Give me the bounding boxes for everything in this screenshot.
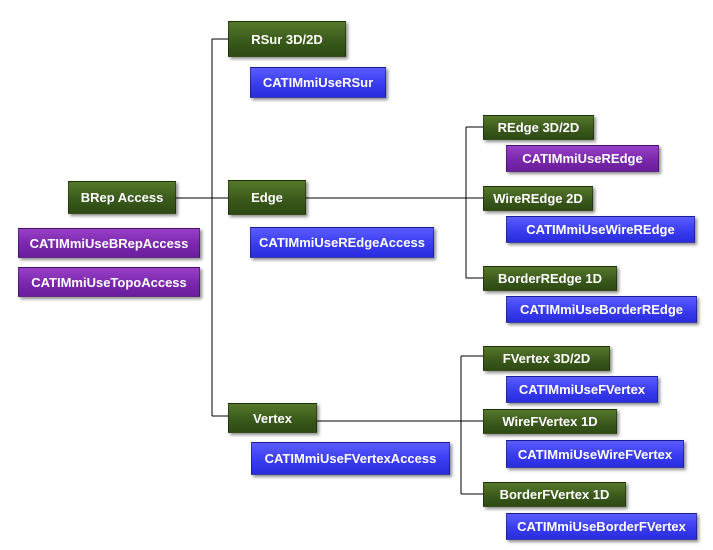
node-catimmi-use-border-fvertex[interactable]: CATIMmiUseBorderFVertex bbox=[506, 513, 697, 540]
node-catimmi-use-topo-access[interactable]: CATIMmiUseTopoAccess bbox=[18, 267, 200, 297]
node-catimmi-use-wire-fvertex[interactable]: CATIMmiUseWireFVertex bbox=[506, 440, 684, 468]
node-catimmi-use-redge-access[interactable]: CATIMmiUseREdgeAccess bbox=[250, 227, 434, 258]
node-redge[interactable]: REdge 3D/2D bbox=[483, 115, 594, 140]
node-wire-redge[interactable]: WireREdge 2D bbox=[483, 186, 593, 211]
node-catimmi-use-fvertex-access[interactable]: CATIMmiUseFVertexAccess bbox=[251, 442, 450, 475]
node-catimmi-use-border-redge[interactable]: CATIMmiUseBorderREdge bbox=[506, 296, 697, 323]
node-vertex[interactable]: Vertex bbox=[228, 403, 317, 433]
node-catimmi-use-fvertex[interactable]: CATIMmiUseFVertex bbox=[506, 376, 658, 403]
node-catimmi-use-redge[interactable]: CATIMmiUseREdge bbox=[506, 145, 659, 172]
node-catimmi-use-rsur[interactable]: CATIMmiUseRSur bbox=[250, 67, 386, 98]
node-border-fvertex[interactable]: BorderFVertex 1D bbox=[483, 482, 626, 507]
node-catimmi-use-wire-redge[interactable]: CATIMmiUseWireREdge bbox=[506, 216, 695, 243]
node-fvertex[interactable]: FVertex 3D/2D bbox=[483, 346, 610, 371]
node-catimmi-use-brep-access[interactable]: CATIMmiUseBRepAccess bbox=[18, 228, 200, 258]
node-rsur[interactable]: RSur 3D/2D bbox=[228, 21, 346, 57]
node-brep-access[interactable]: BRep Access bbox=[68, 181, 176, 214]
node-edge[interactable]: Edge bbox=[228, 180, 306, 215]
node-border-redge[interactable]: BorderREdge 1D bbox=[483, 266, 617, 291]
node-wire-fvertex[interactable]: WireFVertex 1D bbox=[483, 409, 617, 434]
